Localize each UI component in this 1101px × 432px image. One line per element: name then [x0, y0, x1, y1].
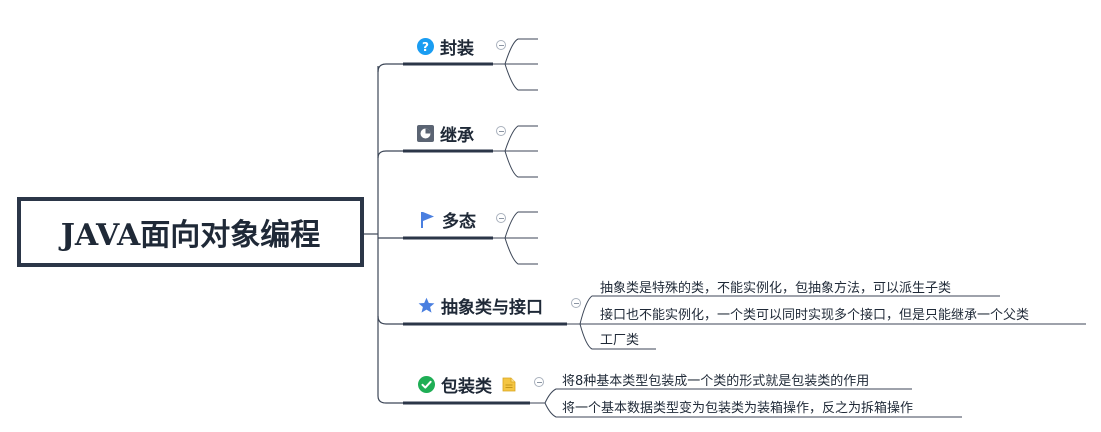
branch-abstract-interface[interactable]: 抽象类与接口 [418, 293, 543, 318]
collapse-toggle[interactable] [571, 298, 581, 308]
branch-wrapper-classes[interactable]: 包装类 [418, 372, 516, 397]
collapse-toggle[interactable] [496, 126, 506, 136]
branch-encapsulation[interactable]: ? 封装 [417, 34, 474, 59]
leaf-node[interactable]: 工厂类 [600, 333, 640, 348]
svg-text:?: ? [422, 40, 429, 54]
help-circle-icon: ? [417, 38, 434, 55]
collapse-toggle[interactable] [534, 377, 544, 387]
branch-label: 继承 [440, 126, 474, 146]
branch-polymorphism[interactable]: 多态 [419, 207, 476, 232]
leaf-node[interactable]: 接口也不能实例化，一个类可以同时实现多个接口，但是只能继承一个父类 [600, 308, 1030, 323]
collapse-toggle[interactable] [496, 40, 506, 50]
branch-label: 包装类 [441, 377, 492, 397]
check-circle-icon [418, 376, 435, 393]
branch-label: 封装 [440, 39, 474, 59]
leaf-node[interactable]: 将8种基本类型包装成一个类的形式就是包装类的作用 [562, 374, 870, 389]
branch-inheritance[interactable]: 继承 [417, 121, 474, 146]
flag-icon [419, 211, 436, 228]
collapse-toggle[interactable] [496, 213, 506, 223]
pie-chart-icon [417, 125, 434, 142]
root-topic[interactable]: JAVA面向对象编程 [17, 197, 364, 267]
root-title: JAVA面向对象编程 [60, 218, 321, 253]
branch-label: 多态 [442, 212, 476, 232]
star-icon [418, 297, 435, 314]
leaf-node[interactable]: 将一个基本数据类型变为包装类为装箱操作，反之为拆箱操作 [562, 401, 914, 416]
branch-label: 抽象类与接口 [441, 298, 543, 318]
leaf-node[interactable]: 抽象类是特殊的类，不能实例化，包抽象方法，可以派生子类 [600, 281, 952, 296]
note-icon[interactable] [502, 377, 516, 392]
